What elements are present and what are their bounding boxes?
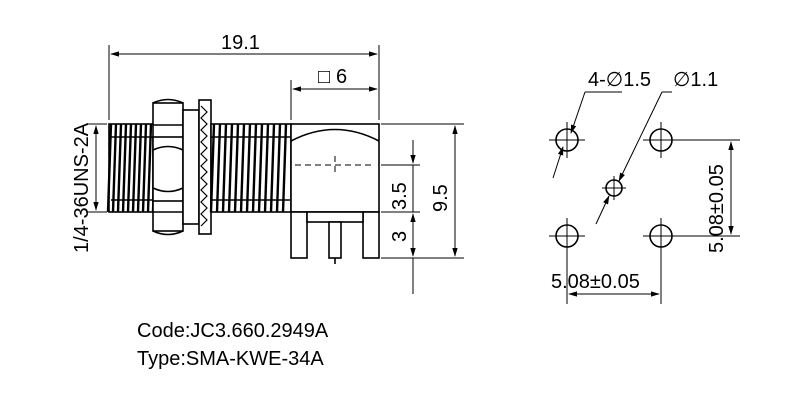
square-body bbox=[290, 123, 380, 213]
side-view bbox=[106, 98, 380, 264]
hole-dimensions bbox=[552, 91, 740, 304]
square-symbol: □ bbox=[318, 66, 330, 88]
height-upper-label: 3.5 bbox=[389, 182, 411, 210]
right-thread bbox=[209, 123, 292, 213]
dimension-labels: 19.1 □ 6 1/4-36UNS-2A 3.5 9.5 3 4-∅1.5 ∅… bbox=[71, 32, 728, 293]
side-dimensions bbox=[86, 45, 464, 294]
square-size-label: 6 bbox=[336, 66, 347, 88]
hex-nut bbox=[152, 98, 184, 236]
small-hole-label: ∅1.1 bbox=[673, 69, 718, 91]
hole-pattern bbox=[549, 122, 679, 254]
left-thread bbox=[106, 123, 160, 213]
horizontal-pitch-label: 5.08±0.05 bbox=[551, 271, 640, 293]
height-total-label: 9.5 bbox=[430, 184, 452, 212]
overall-length-label: 19.1 bbox=[221, 32, 260, 54]
thread-label: 1/4-36UNS-2A bbox=[71, 122, 93, 253]
large-hole-label: 4-∅1.5 bbox=[588, 69, 651, 91]
washer bbox=[182, 99, 212, 235]
legs-and-pin bbox=[290, 211, 380, 264]
product-type: Type:SMA-KWE-34A bbox=[137, 348, 324, 370]
pin-length-label: 3 bbox=[389, 231, 411, 242]
product-code: Code:JC3.660.2949A bbox=[137, 320, 329, 342]
vertical-pitch-label: 5.08±0.05 bbox=[706, 164, 728, 253]
